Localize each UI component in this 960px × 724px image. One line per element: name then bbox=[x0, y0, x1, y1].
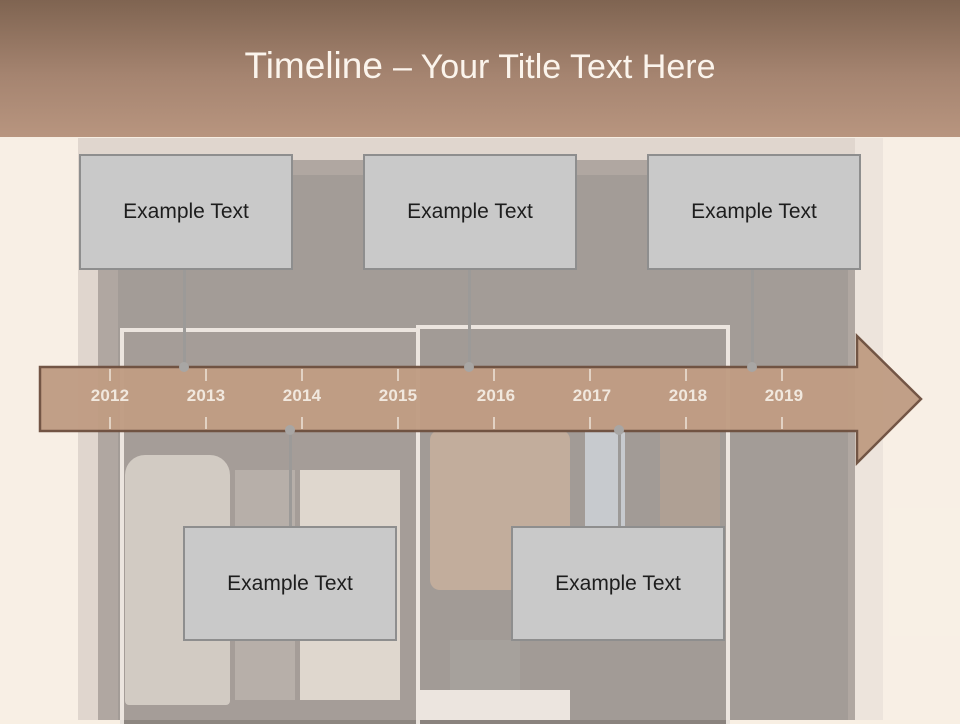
connector-dot bbox=[747, 362, 757, 372]
timeline-arrow-shape bbox=[38, 333, 923, 467]
connector-dot bbox=[179, 362, 189, 372]
connector-dot bbox=[285, 425, 295, 435]
year-label: 2018 bbox=[668, 386, 708, 405]
callout-box-top-1: Example Text bbox=[79, 154, 293, 270]
connector-line bbox=[468, 268, 471, 366]
connector-line bbox=[618, 431, 621, 528]
callout-text: Example Text bbox=[691, 200, 817, 223]
year-label: 2019 bbox=[764, 386, 804, 405]
slide-title-lead: Timeline bbox=[244, 45, 383, 86]
callout-text: Example Text bbox=[555, 571, 681, 595]
connector-line bbox=[183, 268, 186, 366]
callout-text: Example Text bbox=[407, 200, 533, 223]
slide-title-rest: – Your Title Text Here bbox=[392, 48, 716, 86]
clothing-item bbox=[660, 430, 720, 540]
slide-title: Timeline – Your Title Text Here bbox=[0, 44, 960, 89]
title-banner: Timeline – Your Title Text Here bbox=[0, 0, 960, 137]
callout-box-bottom-1: Example Text bbox=[183, 526, 397, 641]
year-label: 2014 bbox=[282, 386, 322, 405]
connector-dot bbox=[464, 362, 474, 372]
year-ticks bbox=[109, 369, 783, 429]
year-label: 2015 bbox=[378, 386, 418, 405]
callout-box-top-3: Example Text bbox=[647, 154, 861, 270]
callout-text: Example Text bbox=[123, 200, 249, 223]
year-label: 2012 bbox=[90, 386, 130, 405]
year-label: 2013 bbox=[186, 386, 226, 405]
connector-dot bbox=[614, 425, 624, 435]
connector-line bbox=[289, 431, 292, 528]
callout-box-top-2: Example Text bbox=[363, 154, 577, 270]
year-label: 2016 bbox=[476, 386, 516, 405]
connector-line bbox=[751, 268, 754, 366]
display-box bbox=[420, 690, 570, 720]
wall-right bbox=[880, 140, 960, 720]
callout-box-bottom-2: Example Text bbox=[511, 526, 725, 641]
callout-text: Example Text bbox=[227, 571, 353, 595]
folded-clothes bbox=[450, 640, 520, 695]
year-label: 2017 bbox=[572, 386, 612, 405]
